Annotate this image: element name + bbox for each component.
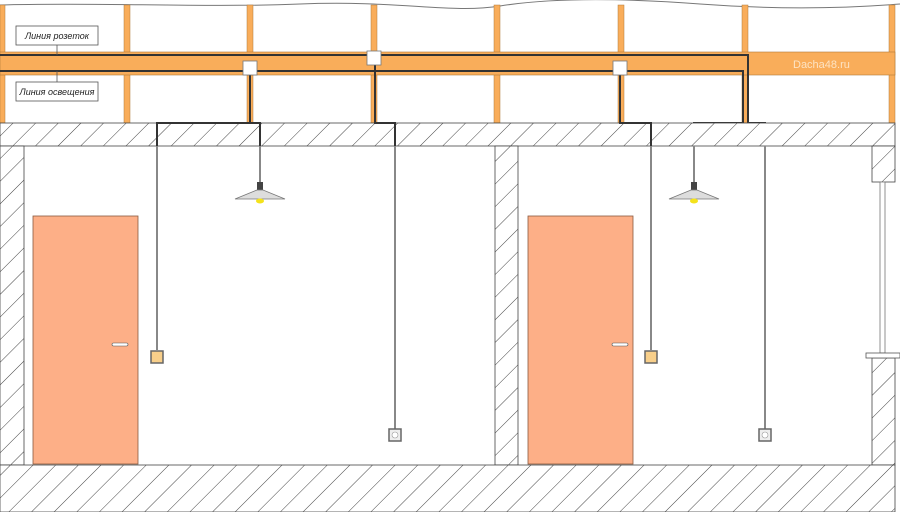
socket-room1 [388, 428, 402, 442]
right-wall-top [871, 145, 896, 183]
ceiling-slab [0, 122, 896, 147]
socket-room2 [758, 428, 772, 442]
svg-text:Линия освещения: Линия освещения [19, 87, 95, 97]
svg-text:Линия розеток: Линия розеток [24, 31, 90, 41]
switch-wire-room1 [156, 68, 251, 350]
middle-wall [494, 145, 519, 466]
junction-box-3 [612, 60, 628, 76]
switch-room2 [644, 350, 658, 364]
left-wall [0, 145, 25, 466]
window [865, 181, 900, 359]
label-lighting-line: Линия освещения [15, 81, 99, 102]
door-handle [111, 342, 129, 347]
watermark: Dacha48.ru [793, 59, 850, 71]
switch-room1 [150, 350, 164, 364]
door-room1 [32, 215, 139, 465]
door-room2 [527, 215, 634, 465]
window-sill [865, 352, 900, 359]
junction-box-2 [366, 50, 382, 66]
junction-box-1 [242, 60, 258, 76]
door-handle [611, 342, 629, 347]
label-socket-line: Линия розеток [15, 25, 99, 46]
break-line [0, 0, 900, 9]
lamp-room2 [668, 182, 720, 204]
structure [0, 122, 896, 512]
lamp-room1 [234, 182, 286, 204]
horizontal-beam [0, 51, 896, 76]
junction-boxes [242, 50, 628, 76]
socket-wire-room1 [374, 58, 396, 430]
floor-slab [0, 464, 896, 512]
right-wall-bottom [871, 357, 896, 466]
